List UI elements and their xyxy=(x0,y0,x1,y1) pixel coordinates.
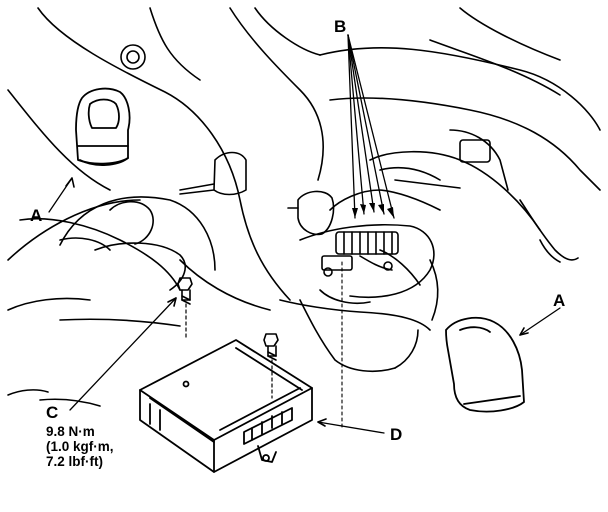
bolt-hole-upper xyxy=(120,44,146,70)
torque-spec: 9.8 N·m (1.0 kgf·m, 7.2 lbf·ft) xyxy=(46,424,156,469)
callout-b: B xyxy=(334,17,347,36)
lower-panel xyxy=(39,259,439,407)
center-console-left xyxy=(59,151,247,291)
callout-a-right: A xyxy=(553,291,566,310)
callout-c: C xyxy=(46,403,59,422)
right-cover-part xyxy=(445,316,525,413)
bolt-left xyxy=(177,277,193,341)
callout-d: D xyxy=(390,425,403,444)
bolt-right xyxy=(263,333,279,399)
left-cover-part xyxy=(75,87,131,166)
dashboard-outline xyxy=(7,7,601,396)
harness-cluster xyxy=(299,129,579,305)
torque-spec-line1: 9.8 N·m xyxy=(46,424,95,439)
callout-a-left: A xyxy=(30,206,43,225)
b-arrowheads xyxy=(352,203,394,218)
leader-lines xyxy=(48,34,561,434)
torque-spec-line2: (1.0 kgf·m, xyxy=(46,439,114,454)
pedal-shape xyxy=(287,190,335,236)
torque-spec-line3: 7.2 lbf·ft) xyxy=(46,454,103,469)
ecu-box xyxy=(139,339,313,473)
